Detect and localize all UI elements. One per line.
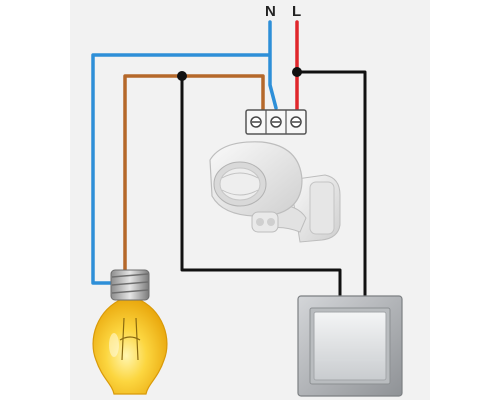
terminal-screw-icon (250, 116, 262, 128)
light-bulb-icon (92, 269, 168, 395)
junction-dot (292, 67, 302, 77)
wires (91, 20, 367, 302)
neutral-label: N (265, 3, 276, 20)
junction-dot (177, 71, 187, 81)
motion-sensor-icon (209, 141, 341, 243)
terminal-block (245, 109, 307, 135)
terminal-screw-icon (290, 116, 302, 128)
live-to-switch-wire (295, 70, 367, 302)
wall-switch-icon (297, 295, 403, 397)
sensor-to-switch-wire (180, 74, 342, 302)
neutral-wire (91, 20, 278, 285)
live-label: L (292, 3, 301, 20)
terminal-screw-icon (270, 116, 282, 128)
switched-load-wire (123, 74, 265, 272)
